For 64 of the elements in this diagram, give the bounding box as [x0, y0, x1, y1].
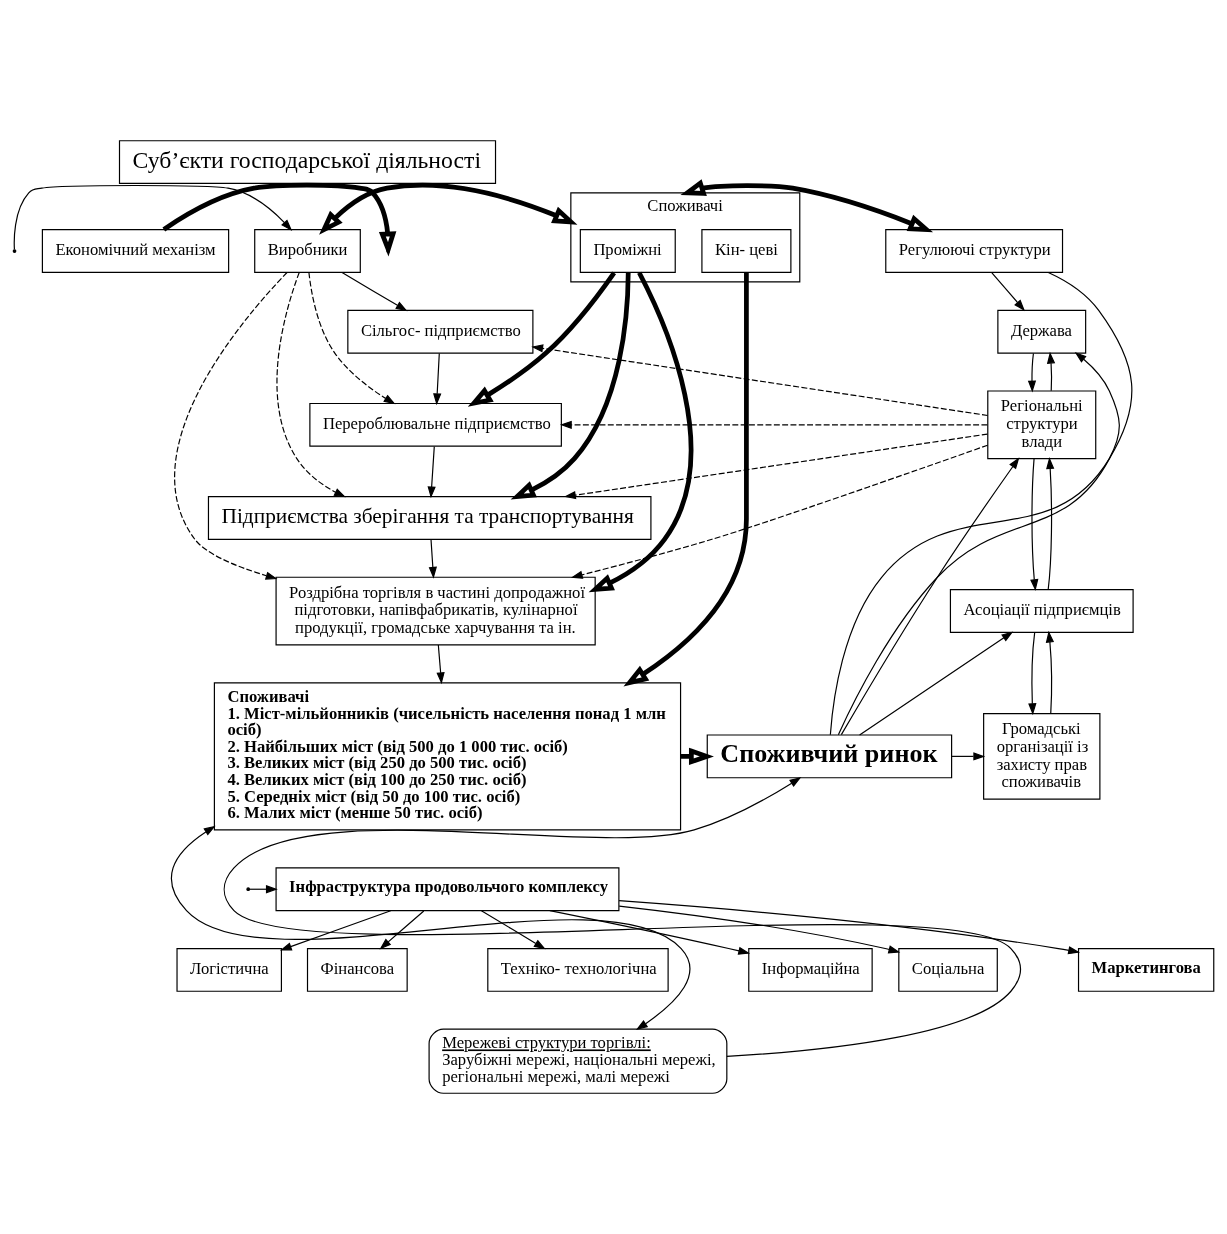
- arrow: [1028, 631, 1037, 716]
- node-box: Громадські організації із захисту прав споживачів: [983, 713, 1101, 800]
- node-box: Регіональні структури влади: [987, 390, 1097, 460]
- arrow: [680, 179, 934, 233]
- arrow: [276, 271, 346, 498]
- arrow: [433, 352, 442, 406]
- node-box: Держава: [997, 309, 1087, 354]
- arrow: [480, 910, 546, 950]
- node-box: Техніко- технологічна: [487, 947, 669, 992]
- node-box: Кін- цеві: [701, 229, 792, 273]
- arrow: [837, 352, 1120, 736]
- arrow: [427, 446, 436, 499]
- node-box: Споживачі 1. Міст-мільйонників (чисельність населення понад 1 млн осіб) 2. Найбільших міст (від 500 до 1 000 тис. осіб) 3. Великих міст (від 250 до 500 тис. осіб) 4. Великих міст (від 100 до 250 тис. осіб) 5. Середніх міст (від 50 до 100 тис. осіб) 6. Малих міст (менше 50 тис. осіб): [213, 682, 682, 831]
- arrow: [951, 752, 986, 761]
- arrow: [840, 457, 1020, 736]
- node-box: Перероблювальне підприємство: [309, 402, 562, 447]
- arrow: [510, 272, 631, 500]
- node-box: Маркетингова: [1077, 947, 1215, 992]
- arrow: [162, 182, 397, 257]
- arrow: [174, 271, 288, 580]
- arrow: [549, 910, 751, 955]
- arrow: [170, 825, 691, 1030]
- arrow: [559, 420, 988, 429]
- arrow: [436, 644, 445, 685]
- node-box: Соціальна: [898, 947, 998, 992]
- arrow: [308, 271, 396, 405]
- arrow: [623, 272, 749, 687]
- node-box: Асоціації підприємців: [949, 589, 1134, 633]
- arrow: [531, 344, 989, 417]
- arrow: [223, 777, 1022, 1057]
- arrow: [379, 910, 425, 950]
- node-box: Інформаційна: [748, 947, 873, 992]
- node-box: Суб’єкти господарської діяльності: [118, 140, 497, 185]
- arrow: [1030, 458, 1039, 592]
- arrow: [570, 444, 989, 579]
- node-box: Споживчий ринок: [706, 734, 953, 779]
- node-box: Фінансова: [306, 947, 408, 992]
- node-box: Виробники: [254, 229, 361, 273]
- arrow: [428, 539, 437, 579]
- arrow: [1045, 630, 1055, 714]
- node-box: Мережеві структури торгівлі: Зарубіжні мережі, національні мережі, регіональні мережі, малі мережі: [428, 1028, 728, 1094]
- arrow: [1046, 351, 1056, 392]
- node-box: Економічний механізм: [41, 229, 230, 273]
- arrow: [588, 271, 694, 593]
- node-box: Логістична: [176, 947, 282, 992]
- node-box: Інфраструктура продовольчого комплексу: [275, 867, 620, 912]
- arrow: [13, 184, 293, 250]
- arrow: [563, 433, 989, 500]
- node-box: Сільгос- підприємство: [347, 309, 534, 354]
- arrow: [859, 631, 1014, 736]
- arrow: [618, 900, 1081, 955]
- arrow: [618, 905, 901, 954]
- arrow: [991, 272, 1026, 312]
- arrow: [467, 271, 616, 407]
- arrow: [279, 910, 392, 951]
- arrow: [341, 272, 408, 312]
- node-box: Підприємства зберігання та транспортування: [207, 496, 652, 540]
- arrow: [1046, 457, 1055, 590]
- node-box: Проміжні: [579, 229, 676, 273]
- node-box: Регулюючі структури: [885, 229, 1064, 273]
- node-box: Роздрібна торгівля в частині допродажної підготовки, напівфабрикатів, кулінарної продукції, громадське харчування та ін.: [275, 576, 596, 646]
- connector: [829, 271, 1133, 736]
- arrow: [1027, 352, 1037, 393]
- arrow: [319, 183, 578, 235]
